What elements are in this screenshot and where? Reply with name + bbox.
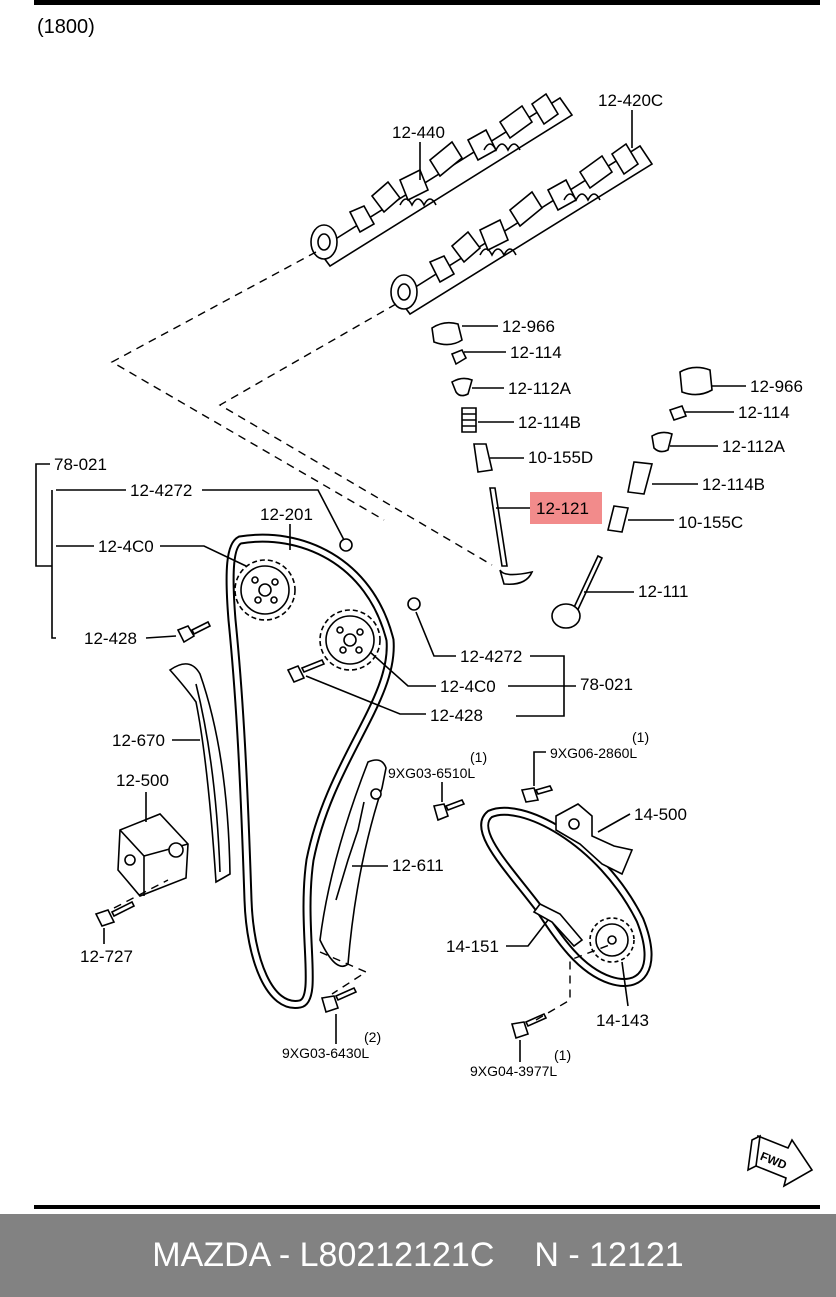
bolt-9xg06-2860: [520, 785, 554, 803]
washer-b: [407, 597, 421, 611]
label-12-727: 12-727: [80, 947, 133, 966]
label-78-021-b: 78-021: [580, 675, 633, 694]
label-12-4c0-b: 12-4C0: [440, 677, 496, 696]
label-12-114-a: 12-114: [510, 343, 562, 362]
reference-number: N - 12121: [534, 1236, 684, 1274]
label-12-112a-b: 12-112A: [722, 437, 786, 456]
chain-tensioner-12-500: [117, 813, 189, 897]
oil-pump-sprocket: [589, 917, 635, 963]
label-12-670: 12-670: [112, 731, 165, 750]
label-9xg03-6510-qty: (1): [470, 749, 487, 765]
cam-sprocket-right: [319, 609, 381, 671]
label-78-021-a: 78-021: [54, 455, 107, 474]
highlight-box-12-121: [530, 492, 602, 524]
label-9xg06-2860-qty: (1): [632, 729, 649, 745]
label-12-420c: 12-420C: [598, 91, 663, 110]
footer-bar: MAZDA - L80212121C N - 12121: [0, 1214, 836, 1297]
label-10-155d: 10-155D: [528, 448, 593, 467]
label-12-4c0-a: 12-4C0: [98, 537, 154, 556]
label-12-966-b: 12-966: [750, 377, 803, 396]
part-number: MAZDA - L80212121C: [152, 1236, 495, 1274]
label-12-114-b: 12-114: [738, 403, 790, 422]
label-12-121: 12-121: [536, 499, 589, 518]
chain-guide-12-670: [168, 663, 231, 884]
cam-sprocket-left: [234, 559, 296, 621]
label-9xg03-6510: 9XG03-6510L: [388, 765, 475, 781]
label-9xg03-6430: 9XG03-6430L: [282, 1045, 369, 1061]
label-12-114b-a: 12-114B: [518, 413, 581, 432]
label-12-440: 12-440: [392, 123, 445, 142]
bolt-12-428-a: [176, 620, 212, 644]
tensioner-14-500: [555, 803, 634, 876]
camshaft-upper: [310, 92, 574, 268]
valve-train-stack-a: [431, 321, 534, 586]
camshaft-lower: [390, 142, 654, 316]
label-12-428-a: 12-428: [84, 629, 137, 648]
label-12-112a-a: 12-112A: [508, 379, 572, 398]
label-9xg04-3977: 9XG04-3977L: [470, 1063, 557, 1079]
bolt-9xg03-6430: [320, 986, 358, 1014]
label-14-500: 14-500: [634, 805, 687, 824]
label-12-4272-a: 12-4272: [130, 481, 192, 500]
label-10-155c: 10-155C: [678, 513, 743, 532]
label-12-201: 12-201: [260, 505, 313, 524]
diagram-code: (1800): [37, 16, 95, 38]
label-12-114b-b: 12-114B: [702, 475, 765, 494]
parts-diagram: (1800) 12-440 12-420C: [34, 0, 820, 1209]
top-border: [34, 0, 820, 5]
label-9xg04-3977-qty: (1): [554, 1047, 571, 1063]
bolt-9xg03-6510: [432, 798, 466, 822]
label-12-966-a: 12-966: [502, 317, 555, 336]
bolt-12-727: [94, 900, 136, 927]
label-12-611: 12-611: [392, 856, 444, 875]
label-14-143: 14-143: [596, 1011, 649, 1030]
label-9xg06-2860: 9XG06-2860L: [550, 745, 637, 761]
chain-segment-14-151: [532, 902, 584, 948]
fwd-arrow-icon: FWD: [747, 1134, 814, 1188]
label-12-428-b: 12-428: [430, 706, 483, 725]
label-9xg03-6430-qty: (2): [364, 1029, 381, 1045]
bolt-12-428-b: [286, 658, 326, 684]
bottom-border: [34, 1205, 820, 1209]
washer-a: [339, 538, 353, 552]
label-12-4272-b: 12-4272: [460, 647, 522, 666]
valve-train-stack-b: [551, 366, 713, 629]
label-12-500: 12-500: [116, 771, 169, 790]
label-14-151: 14-151: [446, 937, 499, 956]
label-12-111: 12-111: [638, 582, 688, 601]
